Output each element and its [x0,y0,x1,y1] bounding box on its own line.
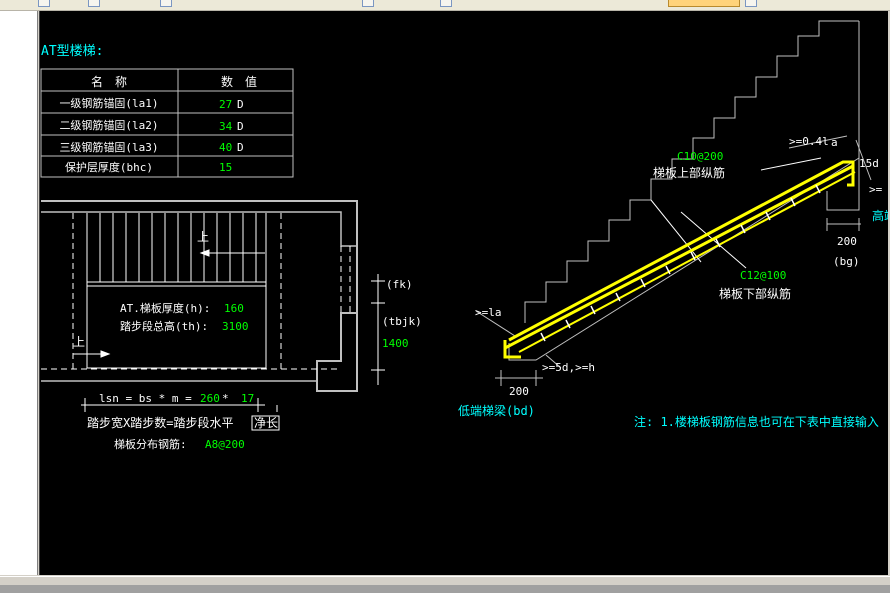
rebar-layout [503,160,856,359]
tbjk-value[interactable]: 1400 [382,337,409,350]
stair-section [475,20,872,386]
formula-label: 踏步宽X踏步数=踏步段水平 [87,415,233,430]
formula-box-text: 净长 [254,416,278,430]
table-row-value[interactable]: 34 [219,120,233,133]
top-bar-label[interactable]: C10@200 [677,150,723,163]
table-row-name: 三级钢筋锚固(la3) [59,140,158,154]
table-header-name: 名 称 [91,74,127,89]
bg-label: (bg) [833,255,860,268]
bottom-bar-label[interactable]: C12@100 [740,269,786,282]
stair-drawing: AT型楼梯: 名 称 数 值 一级钢筋锚固(la1) 27 D 二级钢筋锚固(l… [40,20,890,451]
bg-width[interactable]: 200 [837,235,857,248]
distribution-value[interactable]: A8@200 [205,438,245,451]
toolbar-button[interactable] [88,0,100,7]
table-row-value[interactable]: 15 [219,161,232,174]
toolbar-button[interactable] [440,0,452,7]
parameter-table [40,68,294,178]
toolbar-button[interactable] [160,0,172,7]
thickness-value[interactable]: 160 [224,302,244,315]
table-row-value[interactable]: 40 [219,141,232,154]
table-row-name: 一级钢筋锚固(la1) [59,96,158,110]
formula-box [251,415,280,431]
drawing-canvas[interactable]: AT型楼梯: 名 称 数 值 一级钢筋锚固(la1) 27 D 二级钢筋锚固(l… [39,11,890,575]
top-bar-desc: 梯板上部纵筋 [653,165,725,180]
anchor-dim-suffix: a [831,136,838,149]
fk-label: (fk) [386,278,413,291]
status-strip [0,585,890,593]
la-dim-label: >=la [475,306,502,319]
table-row-unit: D [237,98,244,111]
high-beam-label: 高端 [872,208,888,223]
stair-plan [41,200,385,412]
low-beam-label: 低端梯梁(bd) [458,403,535,418]
height-label: 踏步段总高(th): [120,319,208,333]
table-row-name: 保护层厚度(bhc) [65,160,153,174]
toolbar-button[interactable] [745,0,757,7]
drawing-title: AT型楼梯: [41,44,103,59]
left-panel [0,11,38,575]
bottom-bar-desc: 梯板下部纵筋 [719,286,791,301]
lsn-formula: lsn = bs * m = [99,392,192,405]
high-ge-label: >= [869,183,883,196]
bd-width[interactable]: 200 [509,385,529,398]
table-row-name: 二级钢筋锚固(la2) [59,118,158,132]
times-sign: * [222,392,229,405]
up-label: 上 [73,335,85,349]
drawing-note: 注: 1.楼梯板钢筋信息也可在下表中直接输入 [634,414,879,429]
distribution-label: 梯板分布钢筋: [114,437,187,451]
distribution-ticks [540,184,821,342]
bs-value[interactable]: 260 [200,392,220,405]
toolbar-button[interactable] [38,0,50,7]
m-value[interactable]: 17 [241,392,254,405]
table-header-value: 数 值 [221,74,257,89]
toolbar-button-active[interactable] [668,0,740,7]
anchor-dim-label: >=0.4l [789,135,829,148]
height-value[interactable]: 3100 [222,320,249,333]
toolbar [0,0,890,11]
up-label: 上 [197,230,209,244]
bottom-anchor-dim: >=5d,>=h [542,361,595,374]
hook-dim-label: 15d [859,157,879,170]
table-row-unit: D [237,120,244,133]
table-row-unit: D [237,141,244,154]
status-bar [0,576,890,593]
table-row-value[interactable]: 27 [219,98,232,111]
tbjk-label: (tbjk) [382,315,422,328]
toolbar-button[interactable] [362,0,374,7]
thickness-label: AT.梯板厚度(h): [120,301,210,315]
